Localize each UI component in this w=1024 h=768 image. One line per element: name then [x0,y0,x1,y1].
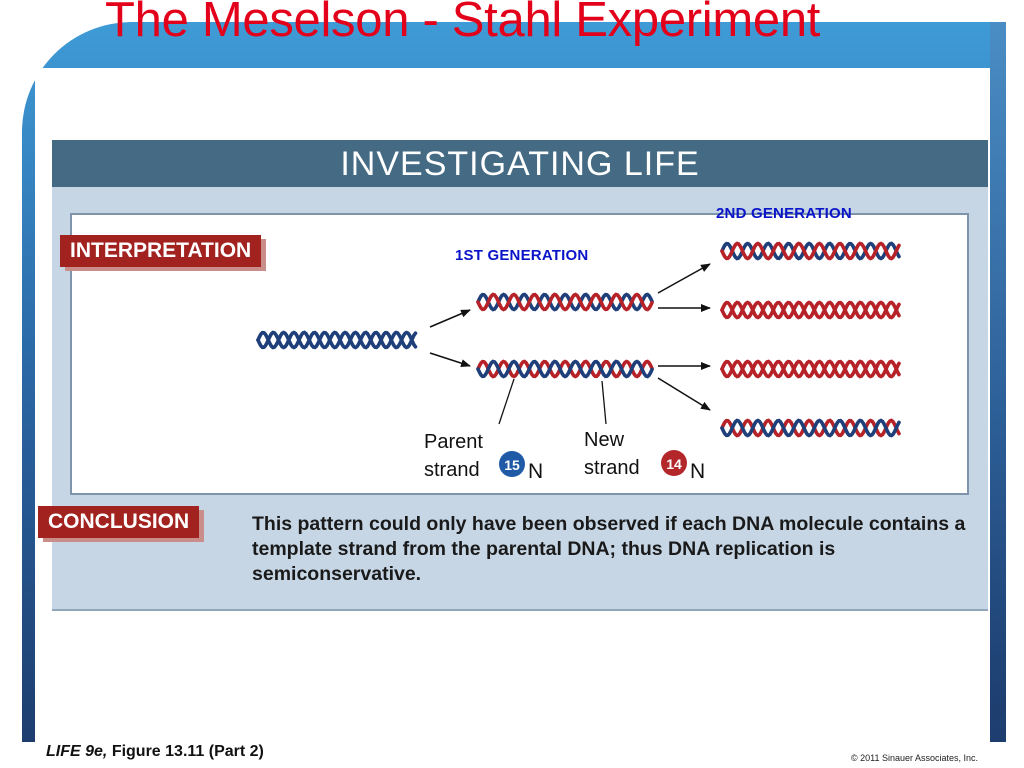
nitrogen-14-badge [661,450,687,476]
new-strand-pointer [601,380,607,425]
nitrogen-15-badge [499,451,525,477]
interpretation-tag: INTERPRETATION [60,235,262,267]
parent-strand-label-line2: strand [424,459,480,481]
helix-strand-back [720,418,901,438]
figure-header-bar: INVESTIGATING LIFE [52,140,988,187]
helix-strand-front [476,292,654,312]
first-generation-label: 1ST GENERATION [455,247,589,264]
helix-strand-front [256,330,418,350]
first-gen-dna-helix-bottom [476,359,654,379]
nitrogen-15-element: N [528,460,543,483]
second-gen-dna-helix-3 [720,359,901,379]
nitrogen-14-element: N [690,460,705,483]
helix-strand-back [720,359,901,379]
helix-strand-back [256,330,418,350]
helix-strand-back [476,359,654,379]
nitrogen-14-isotope-number: 14 [666,456,682,472]
helix-strand-front [720,359,901,379]
arrow-bottom-to-gen2-4 [657,377,711,411]
conclusion-text: This pattern could only have been observ… [252,513,966,585]
figure-header-text: INVESTIGATING LIFE [340,145,700,183]
arrow-parent-to-top [429,309,471,328]
parent-strand-pointer [498,378,515,425]
helix-strand-back [720,241,901,261]
slide-frame-right-edge [990,22,1006,720]
second-gen-dna-helix-4 [720,418,901,438]
helix-strand-back [476,292,654,312]
parental-dna-helix [256,330,418,350]
new-strand-label-line1: New [584,429,625,451]
conclusion-tag: CONCLUSION [38,506,200,538]
helix-strand-front [720,300,901,320]
nitrogen-15-isotope-number: 15 [504,457,520,473]
figure-caption: LIFE 9e, Figure 13.11 (Part 2) [46,743,264,761]
new-strand-label-line2: strand [584,457,640,479]
helix-strand-front [476,359,654,379]
second-gen-dna-helix-2 [720,300,901,320]
book-title: LIFE 9e, [46,743,108,760]
arrow-parent-to-bottom [429,352,471,368]
helix-strand-back [720,300,901,320]
helix-strand-front [720,241,901,261]
arrow-top-to-gen2-1 [657,263,711,294]
first-gen-dna-helix-top [476,292,654,312]
parent-strand-label-line1: Parent [424,431,483,453]
second-gen-dna-helix-1 [720,241,901,261]
figure-reference: Figure 13.11 (Part 2) [111,743,264,760]
slide-title: The Meselson - Stahl Experiment [105,0,821,47]
helix-strand-front [720,418,901,438]
second-generation-label: 2ND GENERATION [716,205,852,222]
copyright-notice: © 2011 Sinauer Associates, Inc. [851,753,979,763]
